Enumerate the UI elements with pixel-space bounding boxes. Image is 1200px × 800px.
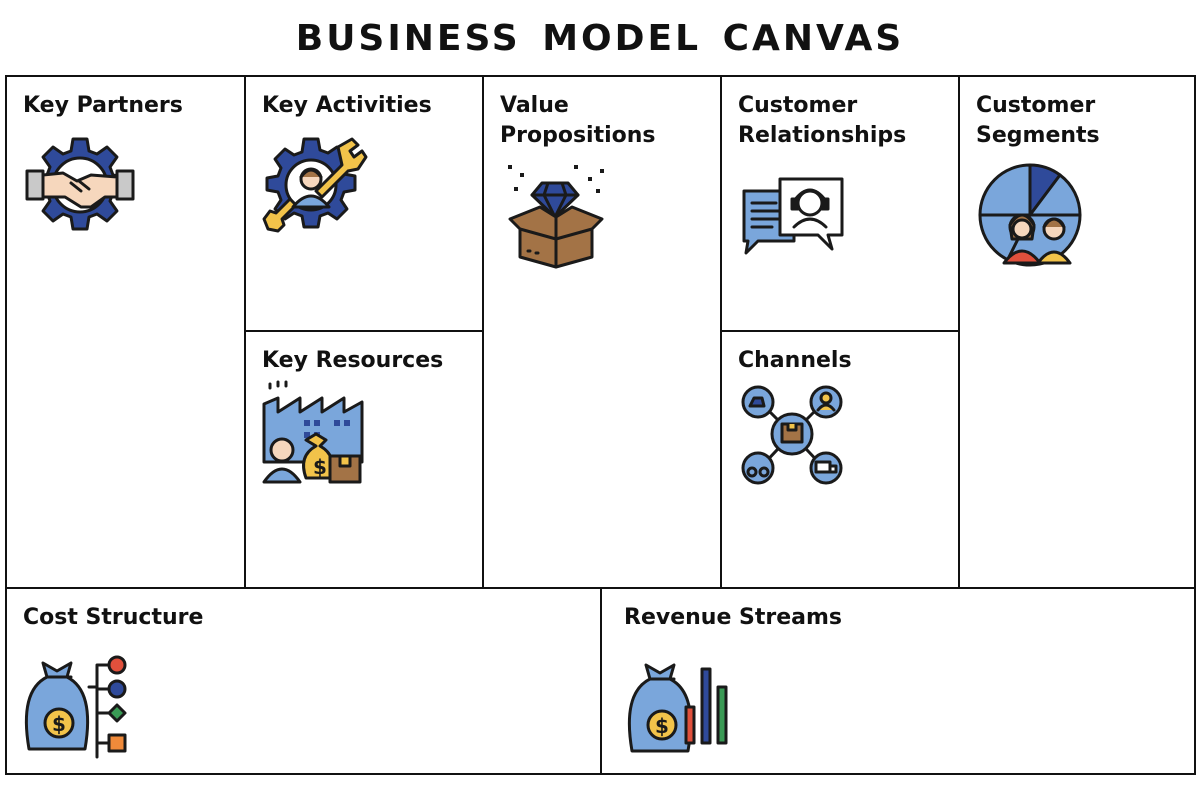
key-activities-label: Key Activities <box>262 93 432 118</box>
worker-gear-wrench-icon <box>260 133 368 237</box>
factory-worker-money-icon: $ <box>260 380 366 490</box>
customer-relationships-label-line2: Relationships <box>738 123 907 148</box>
handshake-gear-icon <box>25 135 135 235</box>
channels-label: Channels <box>738 348 852 373</box>
revenue-streams-block: Revenue Streams $ <box>600 587 1196 775</box>
key-resources-label: Key Resources <box>262 348 444 373</box>
value-propositions-label-line2: Propositions <box>500 123 656 148</box>
diamond-box-icon <box>504 159 608 269</box>
customer-relationships-block: Customer Relationships <box>720 75 960 332</box>
customer-segments-label-line2: Segments <box>976 123 1100 148</box>
customer-relationships-label-line1: Customer <box>738 93 858 118</box>
key-partners-label: Key Partners <box>23 93 183 118</box>
cost-structure-label: Cost Structure <box>23 605 204 630</box>
svg-text:$: $ <box>52 712 66 736</box>
money-bag-chart-icon: $ <box>627 663 738 757</box>
key-partners-block: Key Partners <box>5 75 246 589</box>
value-propositions-label-line1: Value <box>500 93 569 118</box>
revenue-streams-label: Revenue Streams <box>624 605 843 630</box>
key-resources-block: Key Resources $ <box>244 330 484 589</box>
customer-segments-block: Customer Segments <box>958 75 1196 589</box>
customer-segments-label-line1: Customer <box>976 93 1096 118</box>
value-propositions-block: Value Propositions <box>482 75 722 589</box>
value-propositions-label: Value Propositions <box>500 91 656 151</box>
svg-text:$: $ <box>655 714 669 738</box>
distribution-network-icon <box>740 384 844 488</box>
customer-relationships-label: Customer Relationships <box>738 91 906 151</box>
money-bag-flow-icon: $ <box>24 653 135 759</box>
support-chat-icon <box>740 177 846 267</box>
cost-structure-block: Cost Structure $ <box>5 587 602 775</box>
channels-block: Channels <box>720 330 960 589</box>
customer-segments-label: Customer Segments <box>976 91 1100 151</box>
page-title: BUSINESS MODEL CANVAS <box>295 18 905 59</box>
svg-text:$: $ <box>313 455 327 479</box>
pie-people-icon <box>978 163 1082 267</box>
key-activities-block: Key Activities <box>244 75 484 332</box>
